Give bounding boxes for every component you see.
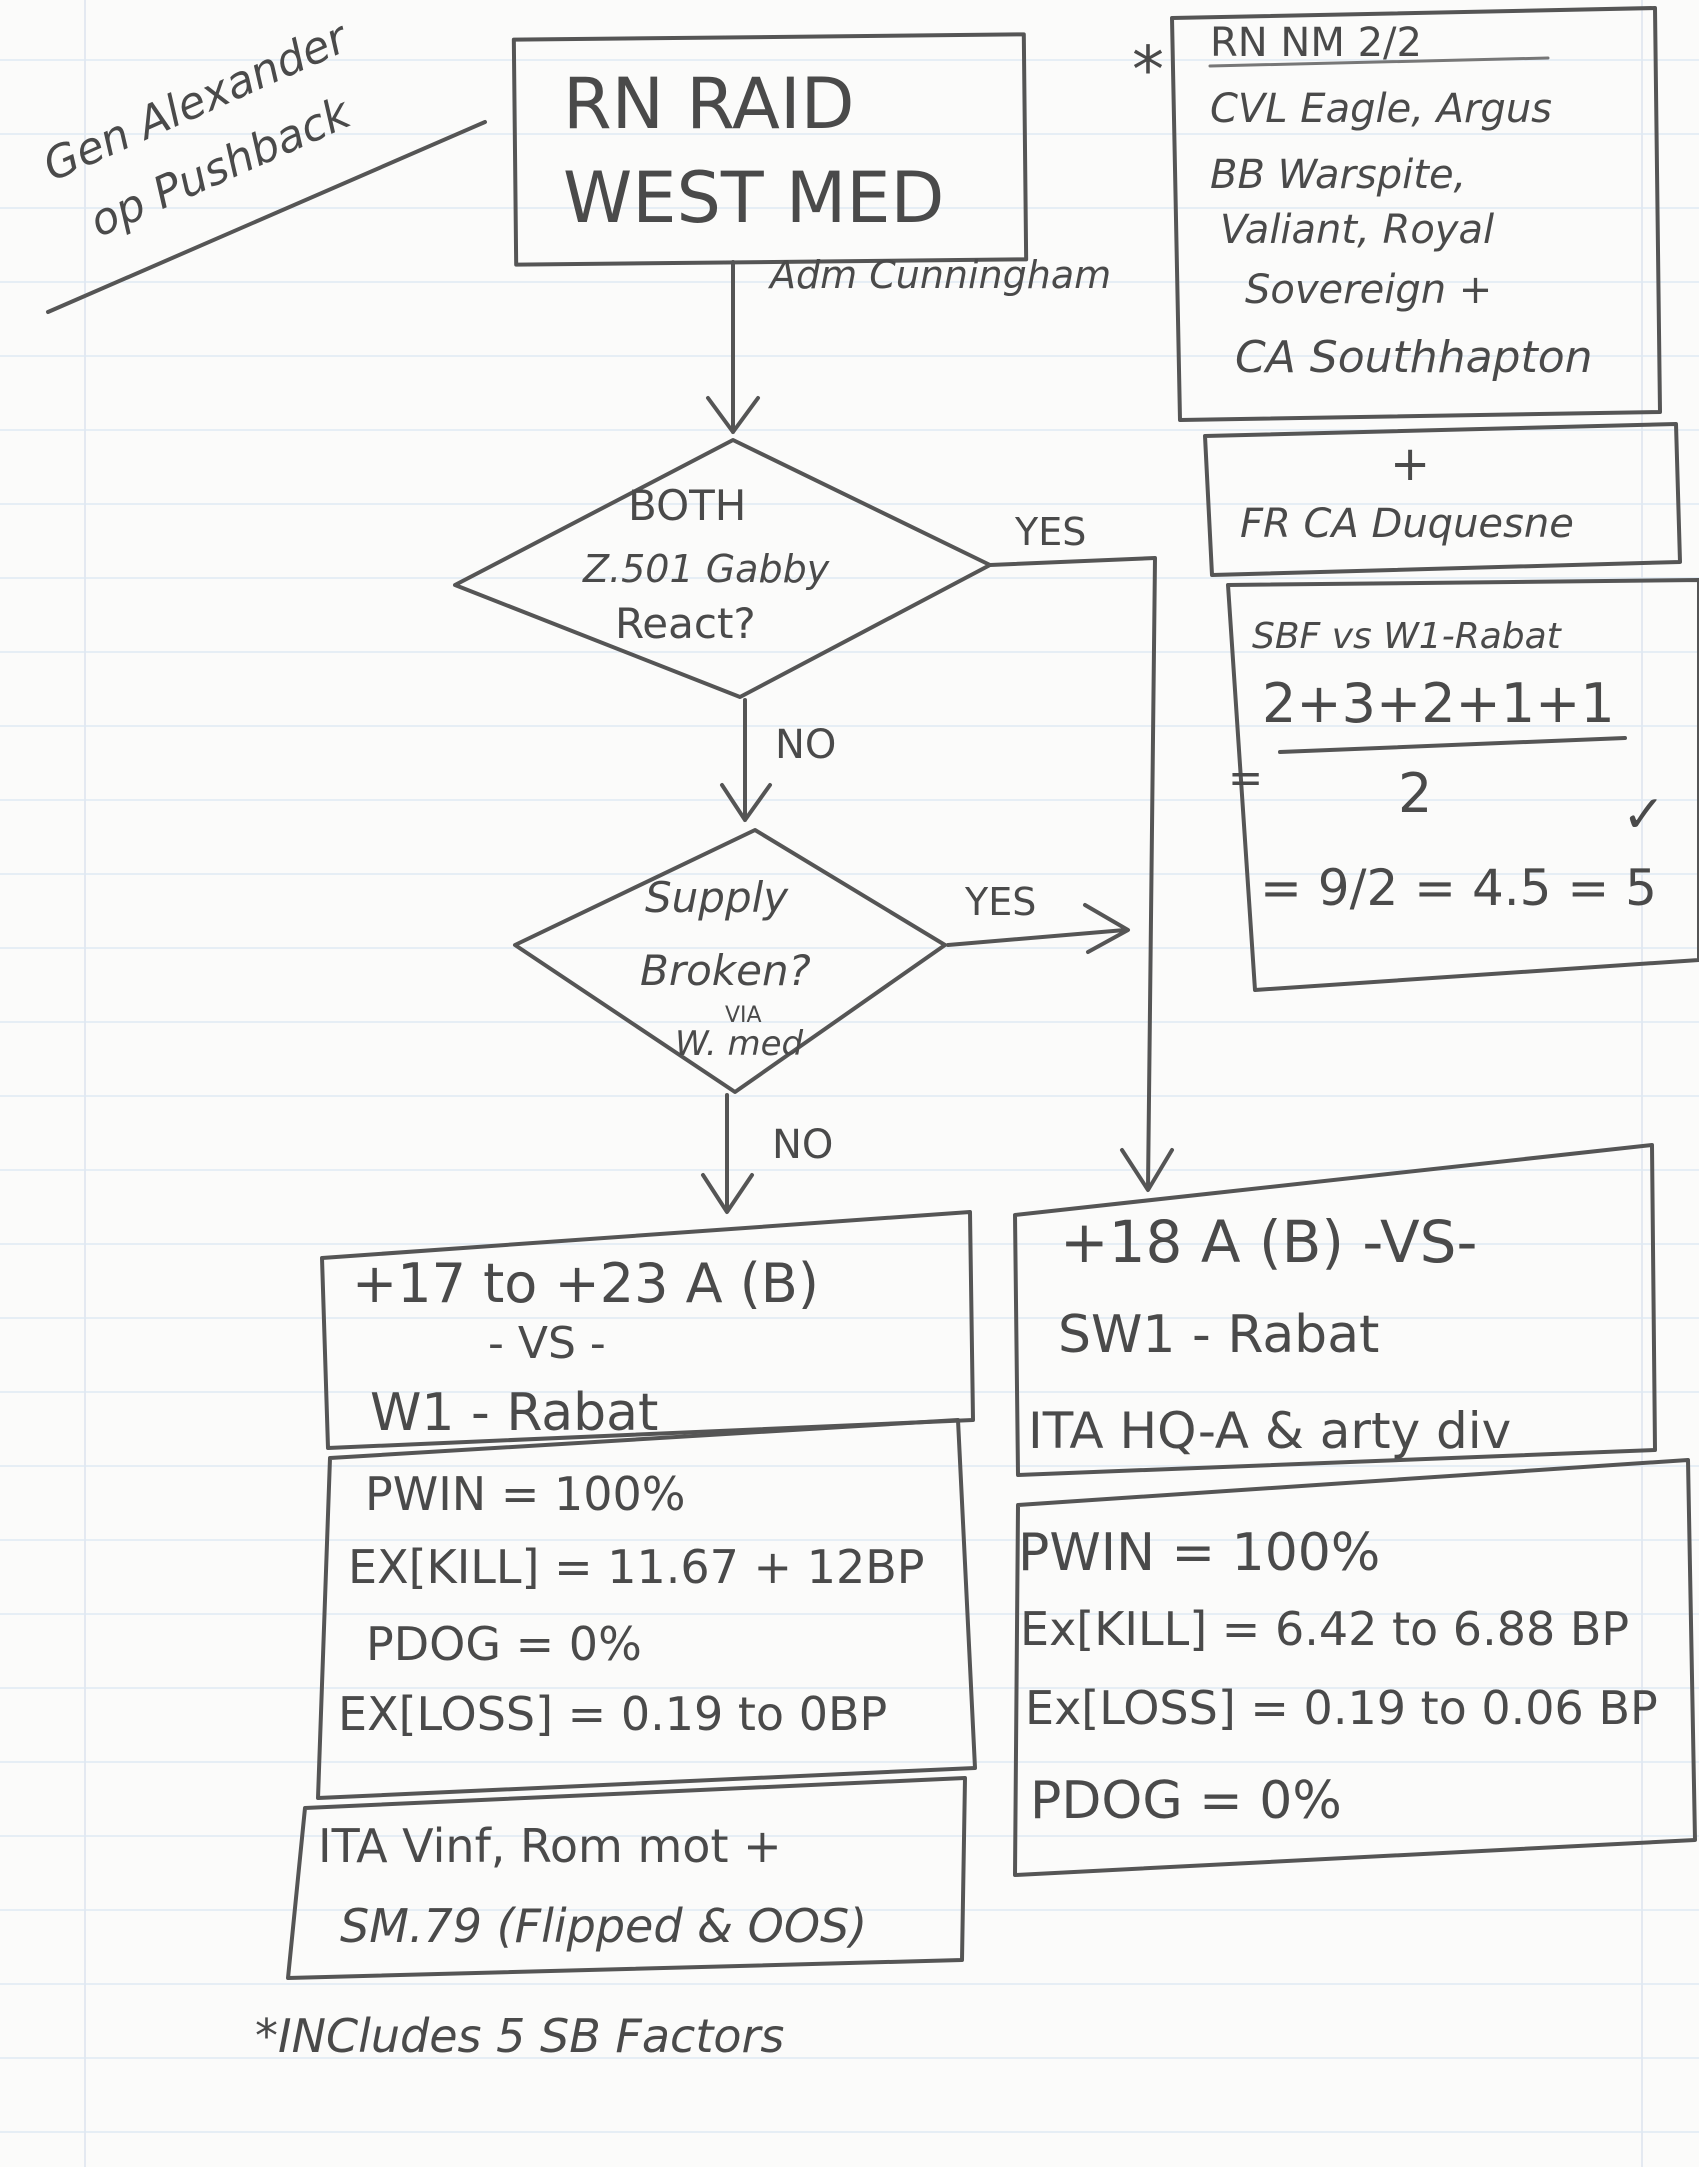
start-box	[511, 32, 1029, 267]
left-stat-1: PWIN = 100%	[365, 1467, 686, 1521]
fleet-line-2: BB Warspite,	[1210, 152, 1466, 198]
start-box-line1: RN RAID	[563, 63, 854, 145]
fleet-box-header-underline	[1208, 56, 1550, 68]
decision2-line3: VIA	[725, 1003, 762, 1028]
left-stats-box	[316, 1418, 977, 1800]
right-stat-4: PDOG = 0%	[1030, 1771, 1342, 1831]
sb-calc-denominator: 2	[1398, 762, 1432, 825]
left-units-line1: ITA Vinf, Rom mot +	[318, 1819, 782, 1873]
decision1-line2: Z.501 Gabby	[582, 547, 830, 591]
decision2-yes-label: YES	[964, 880, 1036, 924]
decision2-line4: W. med	[675, 1024, 803, 1064]
arrow-start-to-decision1	[706, 260, 760, 434]
french-box	[1203, 422, 1682, 577]
decision1-diamond	[453, 438, 992, 699]
left-header-line2: - VS -	[488, 1318, 606, 1369]
decision2-no-label: NO	[772, 1122, 833, 1168]
left-stat-3: PDOG = 0%	[366, 1617, 642, 1671]
decision2-diamond	[513, 828, 947, 1094]
left-stat-2: EX[KILL] = 11.67 + 12BP	[348, 1540, 925, 1594]
sb-calc-title: SBF vs W1-Rabat	[1252, 616, 1563, 657]
fleet-line-1: CVL Eagle, Argus	[1210, 86, 1552, 132]
left-header-line3: W1 - Rabat	[370, 1383, 658, 1443]
decision1-yes-label: YES	[1014, 510, 1086, 554]
sb-calc-box	[1226, 578, 1699, 992]
decision1-yes-line	[988, 556, 1174, 1192]
fleet-box-asterisk: *	[1132, 34, 1164, 108]
decision2-yes-line	[946, 903, 1130, 954]
left-header-line1: +17 to +23 A (B)	[352, 1252, 819, 1315]
title-underline	[46, 120, 487, 314]
sb-calc-result: = 9/2 = 4.5 = 5	[1260, 859, 1657, 917]
right-header-line2: SW1 - Rabat	[1058, 1305, 1379, 1365]
commander-label: Adm Cunningham	[767, 253, 1111, 297]
fleet-box	[1170, 6, 1662, 422]
sb-calc-numerator: 2+3+2+1+1	[1262, 672, 1615, 735]
right-stat-1: PWIN = 100%	[1018, 1523, 1380, 1583]
footnote: *INCludes 5 SB Factors	[255, 2009, 784, 2063]
fleet-line-5: CA Southhapton	[1235, 332, 1593, 383]
sb-calc-equals: =	[1228, 753, 1263, 802]
left-units-line2: SM.79 (Flipped & OOS)	[340, 1899, 867, 1953]
fleet-box-header: RN NM 2/2	[1210, 20, 1422, 66]
left-units-box	[286, 1776, 967, 1980]
right-stats-box	[1013, 1458, 1697, 1877]
decision1-no-label: NO	[775, 722, 836, 768]
decision2-line1: Supply	[645, 873, 789, 922]
start-box-line2: WEST MED	[563, 157, 944, 239]
right-header-line1: +18 A (B) -VS-	[1060, 1208, 1477, 1276]
french-box-plus: +	[1390, 436, 1430, 492]
decision2-no-line	[701, 1093, 754, 1214]
fleet-line-3: Valiant, Royal	[1220, 207, 1494, 253]
decision1-line3: React?	[615, 599, 756, 648]
french-box-text: FR CA Duquesne	[1240, 501, 1574, 547]
decision1-no-line	[720, 698, 772, 822]
right-stat-3: Ex[LOSS] = 0.19 to 0.06 BP	[1025, 1681, 1658, 1735]
left-stat-4: EX[LOSS] = 0.19 to 0BP	[338, 1687, 887, 1741]
right-header-box	[1013, 1143, 1657, 1477]
sb-calc-fraction-bar	[1278, 736, 1627, 754]
decision1-line1: BOTH	[628, 481, 746, 530]
right-header-line3: ITA HQ-A & arty div	[1028, 1402, 1511, 1460]
decision2-line2: Broken?	[640, 946, 811, 995]
left-header-box	[320, 1210, 975, 1450]
right-stat-2: Ex[KILL] = 6.42 to 6.88 BP	[1020, 1602, 1629, 1656]
sb-calc-check: ✓	[1622, 785, 1666, 845]
fleet-line-4: Sovereign +	[1245, 267, 1492, 313]
